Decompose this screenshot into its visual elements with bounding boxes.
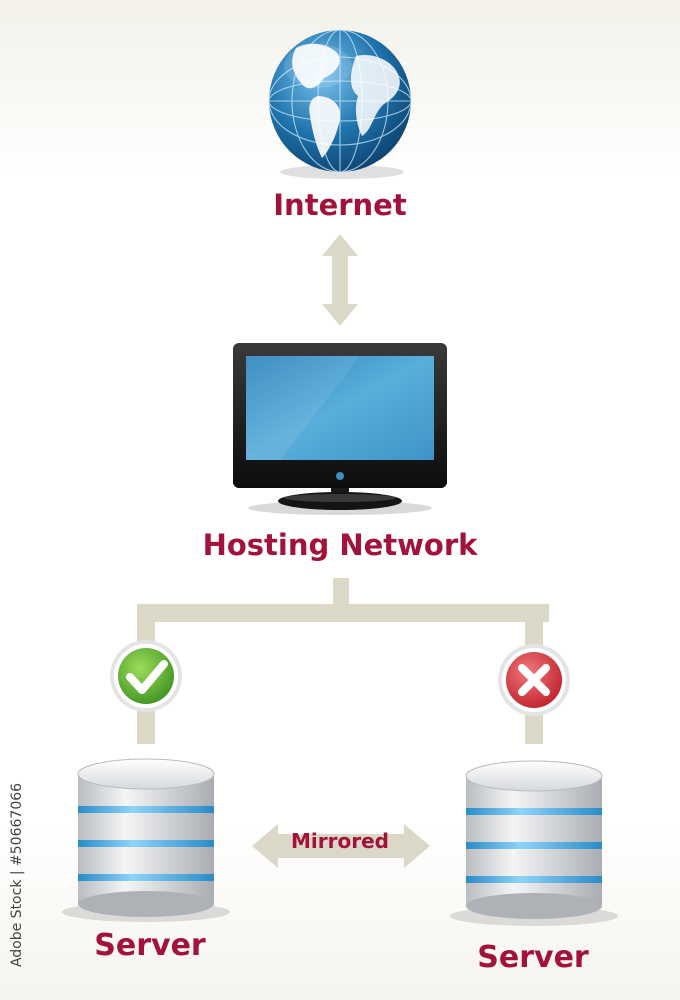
- server-right-icon: [450, 760, 618, 926]
- cross-icon: [498, 644, 570, 716]
- server-left-icon: [62, 758, 230, 922]
- globe-icon: [268, 29, 412, 179]
- hosting-network-label: Hosting Network: [202, 528, 478, 562]
- mirrored-label: Mirrored: [291, 829, 389, 853]
- mirrored-arrow: [252, 824, 430, 868]
- hosting-server-connector: [137, 578, 549, 744]
- server-left-label: Server: [94, 928, 206, 963]
- internet-hosting-arrow: [322, 234, 358, 326]
- check-icon: [110, 640, 182, 712]
- monitor-icon: [233, 343, 447, 515]
- server-right-label: Server: [477, 940, 589, 975]
- stock-credit-text: Adobe Stock | #50667066: [9, 782, 25, 968]
- internet-label: Internet: [273, 188, 407, 222]
